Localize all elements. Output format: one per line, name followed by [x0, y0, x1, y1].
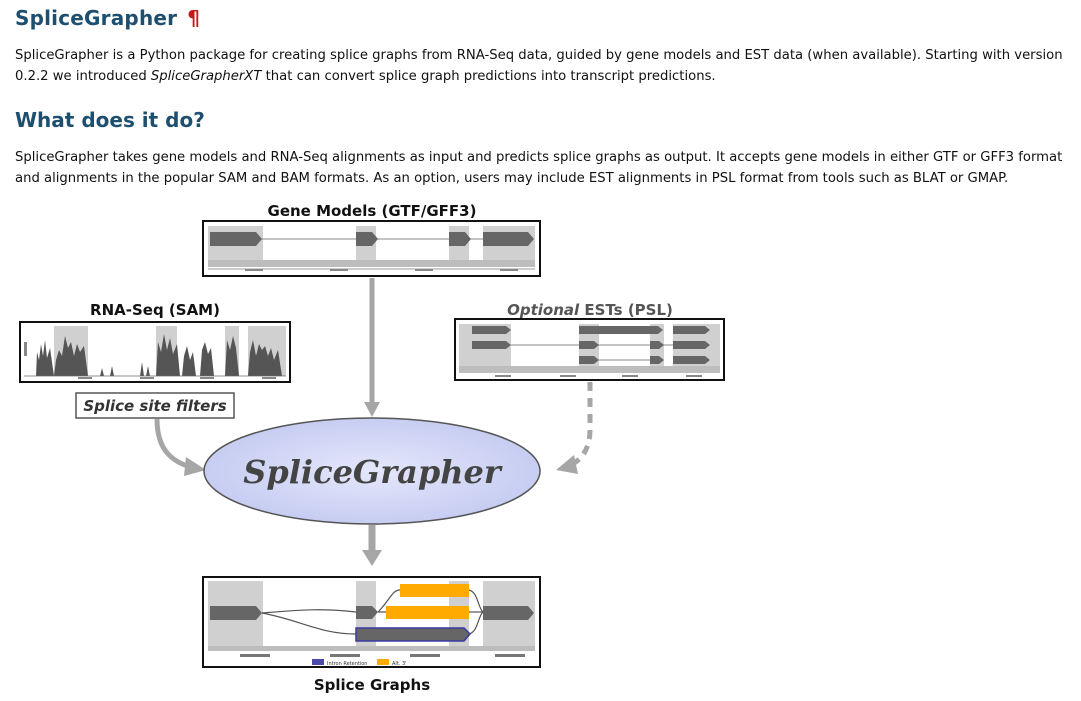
rnaseq-panel — [19, 321, 291, 383]
legend-intron-retention: Intron Retention — [327, 661, 367, 667]
permalink-icon[interactable]: ¶ — [187, 6, 201, 30]
intro-paragraph: SpliceGrapher is a Python package for cr… — [15, 45, 1075, 87]
est-label: Optional ESTs (PSL) — [507, 301, 673, 319]
page-title: SpliceGrapher ¶ — [15, 6, 200, 30]
splice-graphs-label: Splice Graphs — [314, 676, 430, 694]
legend-alt-3: Alt. 3' — [392, 661, 407, 667]
gene-models-panel — [202, 220, 541, 277]
est-panel — [454, 318, 725, 381]
page-title-text: SpliceGrapher — [15, 6, 178, 30]
est-label-rest: ESTs (PSL) — [579, 301, 673, 319]
intro-emphasis: SpliceGrapherXT — [150, 69, 262, 84]
est-label-optional: Optional — [507, 301, 580, 319]
splice-site-filters-label: Splice site filters — [83, 397, 226, 415]
intro-text-before: SpliceGrapher is a Python package for cr… — [15, 48, 1063, 84]
section-title: What does it do? — [15, 108, 205, 132]
splice-graphs-panel: Intron Retention Alt. 3' — [202, 576, 541, 668]
workflow-arrows — [154, 278, 593, 566]
splicegrapher-ellipse: SpliceGrapher — [203, 417, 541, 525]
intro-text-after: that can convert splice graph prediction… — [261, 69, 716, 84]
rnaseq-label: RNA-Seq (SAM) — [90, 301, 220, 319]
splice-site-filters-box: Splice site filters — [75, 392, 235, 419]
splicegrapher-center-label: SpliceGrapher — [243, 453, 503, 491]
section-paragraph: SpliceGrapher takes gene models and RNA-… — [15, 150, 1063, 186]
gene-models-label: Gene Models (GTF/GFF3) — [268, 202, 477, 220]
